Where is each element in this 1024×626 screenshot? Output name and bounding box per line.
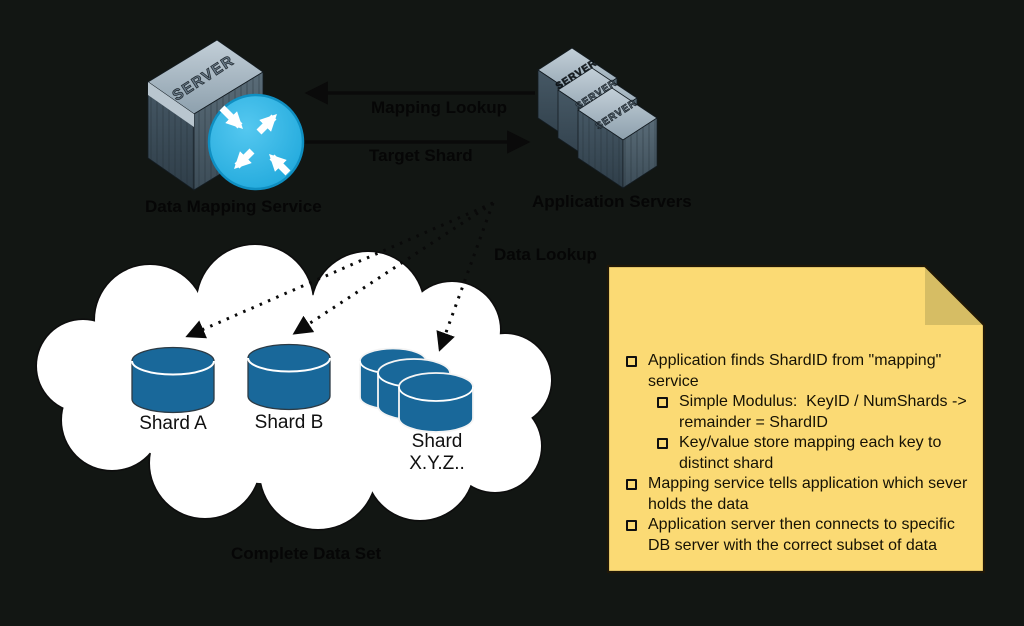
shard-a-db-icon: [131, 346, 215, 414]
data-lookup-label: Data Lookup: [494, 245, 597, 264]
square-bullet-icon: [657, 438, 668, 449]
router-arrow-in-icon: [269, 154, 291, 176]
note-item-text: Mapping service tells application which …: [648, 475, 968, 513]
note-item: Simple Modulus: KeyID / NumShards -> rem…: [657, 392, 968, 433]
note-item-text: Application finds ShardID from "mapping"…: [648, 352, 946, 390]
note-bullet-list: Application finds ShardID from "mapping"…: [626, 351, 968, 556]
note-item: Application server then connects to spec…: [626, 515, 968, 556]
note-item-text: Simple Modulus: KeyID / NumShards -> rem…: [679, 393, 967, 431]
server-stack-icon: SERVER SERVER SERVER: [537, 47, 658, 189]
note-item-text: Key/value store mapping each key to dist…: [679, 434, 946, 472]
note-item: Mapping service tells application which …: [626, 474, 968, 515]
note-item: Key/value store mapping each key to dist…: [657, 433, 968, 474]
shard-xyz-label-line2: X.Y.Z..: [409, 453, 465, 474]
square-bullet-icon: [626, 356, 637, 367]
data-lookup-arrows: [185, 201, 495, 352]
shard-xyz-label-line1: Shard: [411, 431, 463, 452]
application-servers-label: Application Servers: [532, 192, 692, 211]
sticky-note: Application finds ShardID from "mapping"…: [606, 264, 986, 574]
shard-xyz-db-icon: [359, 347, 474, 433]
router-icon: [207, 93, 305, 191]
router-arrow-in-icon: [219, 105, 243, 129]
router-arrow-out-icon: [256, 114, 277, 135]
note-item: Application finds ShardID from "mapping"…: [626, 351, 968, 392]
complete-data-set-label: Complete Data Set: [231, 544, 382, 563]
router-arrow-out-icon: [234, 148, 255, 169]
mapping-lookup-label: Mapping Lookup: [371, 98, 507, 117]
square-bullet-icon: [626, 479, 637, 490]
shard-b-db-icon: [247, 343, 331, 411]
cloud-shape: [35, 243, 553, 531]
data-mapping-service-label: Data Mapping Service: [145, 197, 322, 216]
server-cube: SERVER: [577, 87, 658, 189]
shard-b-label: Shard B: [254, 412, 324, 433]
target-shard-label: Target Shard: [369, 146, 473, 165]
shard-xyz-label: Shard X.Y.Z..: [387, 431, 487, 475]
note-item-text: Application server then connects to spec…: [648, 516, 960, 554]
square-bullet-icon: [657, 397, 668, 408]
square-bullet-icon: [626, 520, 637, 531]
sticky-note-shape: [606, 264, 986, 574]
shard-a-label: Shard A: [139, 413, 207, 434]
